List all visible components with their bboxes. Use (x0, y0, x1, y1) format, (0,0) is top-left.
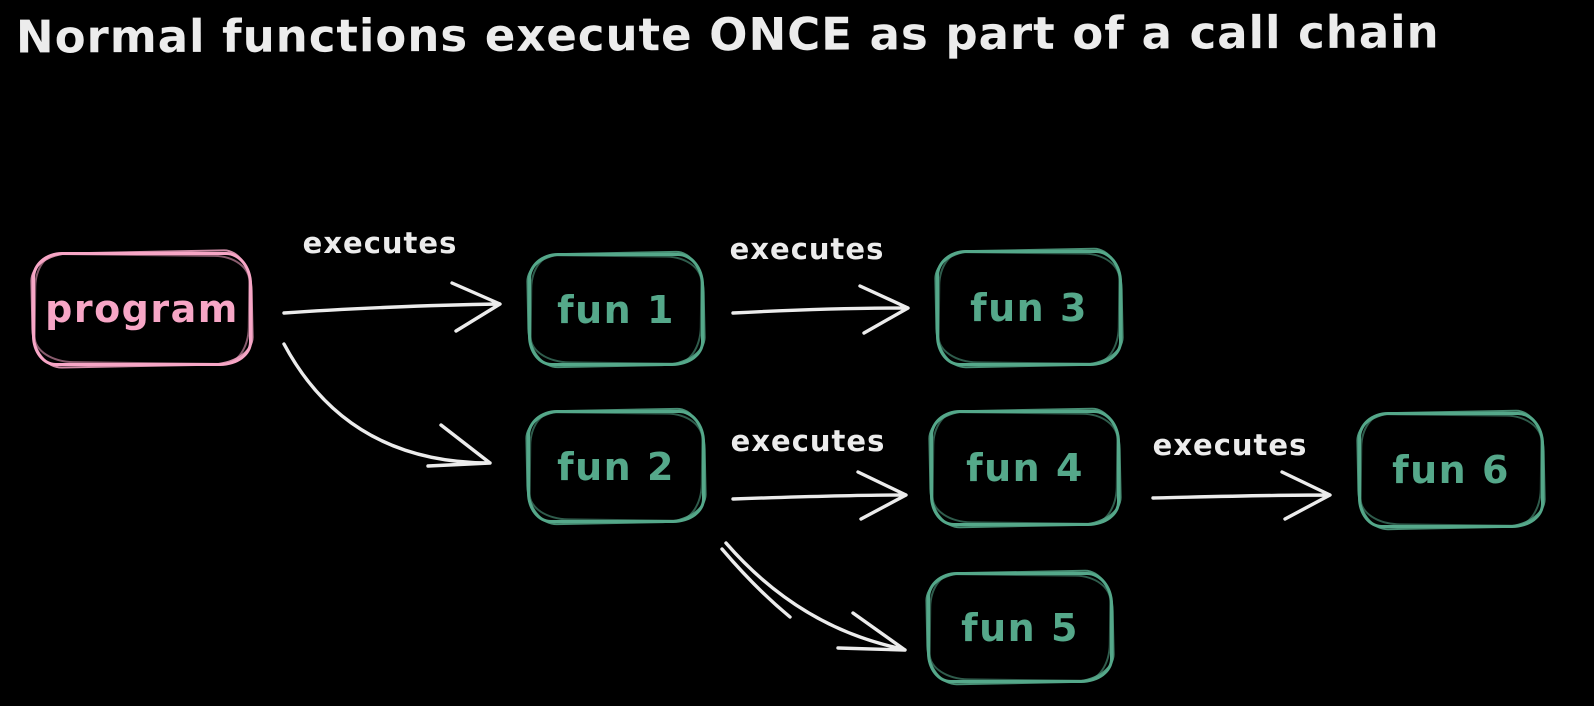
edge-label-fun2-fun4: executes (730, 424, 886, 458)
diagram-title: Normal functions execute ONCE as part of… (15, 5, 1440, 64)
node-program: program (32, 252, 252, 366)
node-fun4: fun 4 (930, 410, 1120, 526)
node-fun1-label: fun 1 (557, 287, 675, 332)
edge-label-program-fun1: executes (302, 226, 458, 260)
node-fun6: fun 6 (1358, 412, 1544, 528)
arrow-program-to-fun1 (282, 281, 502, 333)
node-fun2: fun 2 (527, 410, 705, 523)
node-fun3-label: fun 3 (970, 286, 1088, 330)
node-fun4-label: fun 4 (966, 446, 1084, 490)
arrow-fun2-to-fun4 (731, 470, 908, 521)
node-fun5: fun 5 (927, 572, 1113, 683)
node-fun5-label: fun 5 (961, 605, 1079, 650)
node-fun2-label: fun 2 (557, 444, 675, 489)
arrow-fun1-to-fun3 (731, 284, 910, 335)
node-program-label: program (45, 287, 239, 331)
edge-label-fun4-fun6: executes (1152, 428, 1308, 462)
node-fun6-label: fun 6 (1392, 448, 1510, 492)
arrow-fun2-to-fun5 (720, 541, 907, 652)
node-fun1: fun 1 (528, 253, 704, 366)
edge-label-fun1-fun3: executes (729, 232, 885, 266)
arrow-fun4-to-fun6 (1151, 470, 1332, 521)
arrow-program-to-fun2 (282, 342, 492, 468)
node-fun3: fun 3 (936, 250, 1122, 366)
